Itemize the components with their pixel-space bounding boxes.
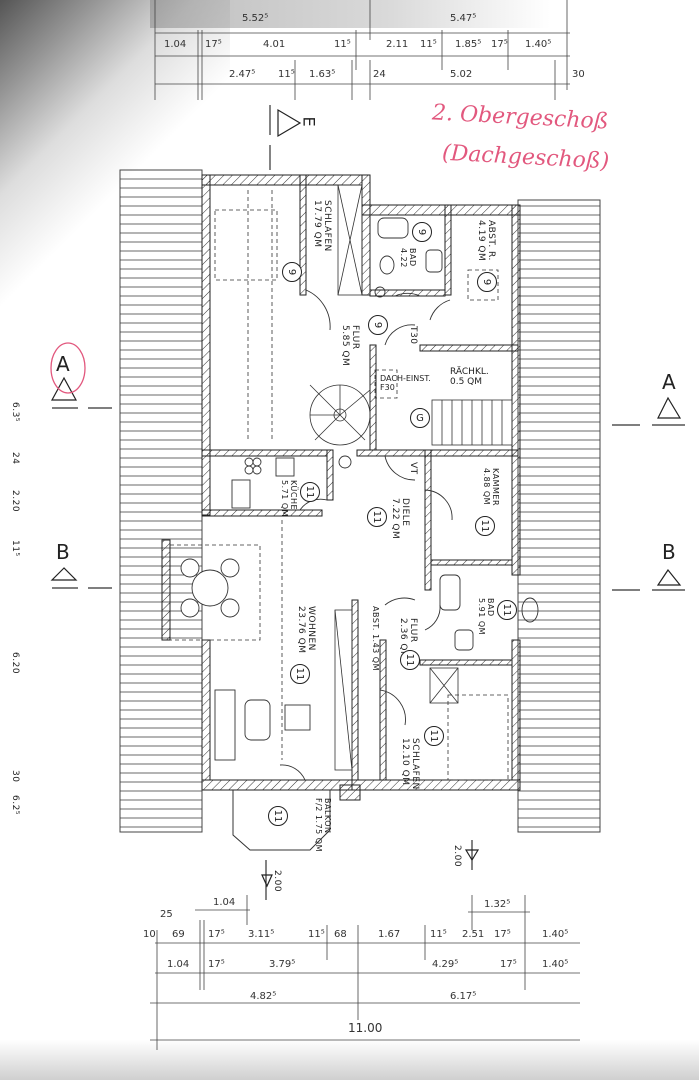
room-rachkl: RÄCHKL.0.5 QM xyxy=(450,367,489,387)
room-abst: ABST. 1.43 QM xyxy=(371,606,380,671)
dim-bottom-row3-1: 6.17⁵ xyxy=(450,991,477,1002)
dim-bottom-row1-6: 68 xyxy=(334,929,347,940)
room-number-badge: 11 xyxy=(367,507,387,527)
elevation-right: 2.00 xyxy=(452,845,462,868)
dim-top-row3-3: 24 xyxy=(373,69,386,80)
room-number-badge: 9 xyxy=(477,272,497,292)
dim-bottom-row1-3: 17⁵ xyxy=(208,929,225,940)
room-dach-einst: DACH-EINST.F30 xyxy=(380,374,431,392)
dim-bottom-row1-10: 17⁵ xyxy=(494,929,511,940)
door-label-vt: VT xyxy=(408,462,418,475)
dim-top-row2-2: 4.01 xyxy=(263,39,286,50)
dim-top-row3-0: 2.47⁵ xyxy=(229,69,256,80)
dim-top-row2-0: 1.04 xyxy=(164,39,187,50)
room-number-badge: 11 xyxy=(424,726,444,746)
room-number-badge: 11 xyxy=(497,600,517,620)
dim-top-row1-1: 5.47⁵ xyxy=(450,13,477,24)
dim-left-4: 6.20 xyxy=(10,652,20,675)
room-number-badge: 9 xyxy=(282,262,302,282)
room-abst-r: ABST. R.4.19 QM xyxy=(475,220,496,262)
dim-bottom-row1-0: 25 xyxy=(160,909,173,920)
dim-bottom-row1-9: 2.51 xyxy=(462,929,485,940)
dim-top-row3-1: 11⁵ xyxy=(278,69,295,80)
room-number-badge: G xyxy=(410,408,430,428)
dim-left-0: 6.3⁵ xyxy=(10,402,20,422)
room-number-badge: 11 xyxy=(290,664,310,684)
dim-top-row2-3: 11⁵ xyxy=(334,39,351,50)
dim-top-row3-4: 5.02 xyxy=(450,69,473,80)
room-number-badge: 11 xyxy=(475,516,495,536)
dim-left-6: 6.2⁵ xyxy=(10,795,20,815)
dim-bottom-row1-8: 11⁵ xyxy=(430,929,447,940)
dim-bottom-row2-0: 1.04 xyxy=(167,959,190,970)
dim-top-row2-1: 17⁵ xyxy=(205,39,222,50)
dim-bottom-total: 11.00 xyxy=(348,1021,383,1035)
dim-bottom-row3-0: 4.82⁵ xyxy=(250,991,277,1002)
dim-top-row2-6: 1.85⁵ xyxy=(455,39,482,50)
section-marker-e: E xyxy=(299,116,319,127)
room-number-badge: 9 xyxy=(368,315,388,335)
dim-bottom-row2-3: 4.29⁵ xyxy=(432,959,459,970)
dim-top-row3-2: 1.63⁵ xyxy=(309,69,336,80)
dim-bottom-row2-5: 1.40⁵ xyxy=(542,959,569,970)
dim-top-row3-5: 30 xyxy=(572,69,585,80)
dim-bottom-row2-2: 3.79⁵ xyxy=(269,959,296,970)
dim-bottom-upper-1: 1.32⁵ xyxy=(484,899,511,910)
dim-bottom-upper-0: 1.04 xyxy=(213,897,236,908)
room-number-badge: 9 xyxy=(412,222,432,242)
room-number-badge: 11 xyxy=(300,482,320,502)
dim-bottom-row1-4: 3.11⁵ xyxy=(248,929,275,940)
dim-top-row2-4: 2.11 xyxy=(386,39,409,50)
dim-top-row1-0: 5.52⁵ xyxy=(242,13,269,24)
dim-bottom-row1-11: 1.40⁵ xyxy=(542,929,569,940)
dim-left-5: 30 xyxy=(10,770,20,783)
elevation-left: 2.00 xyxy=(272,870,282,893)
dim-bottom-row1-2: 69 xyxy=(172,929,185,940)
section-marker-a-left: A xyxy=(56,352,70,376)
dim-top-row2-7: 17⁵ xyxy=(491,39,508,50)
door-label-t30: T30 xyxy=(408,326,418,345)
room-number-badge: 11 xyxy=(400,650,420,670)
dim-top-row2-8: 1.40⁵ xyxy=(525,39,552,50)
section-marker-b-left: B xyxy=(56,540,70,564)
dim-left-3: 11⁵ xyxy=(10,540,20,557)
dim-bottom-row2-1: 17⁵ xyxy=(208,959,225,970)
dim-left-1: 24 xyxy=(10,452,20,465)
scan-shadow-top xyxy=(150,0,550,28)
section-marker-a-right: A xyxy=(662,370,676,394)
dim-bottom-row1-5: 11⁵ xyxy=(308,929,325,940)
dim-left-2: 2.20 xyxy=(10,490,20,513)
dim-bottom-row1-7: 1.67 xyxy=(378,929,401,940)
scan-noise-bottom xyxy=(0,1040,699,1080)
room-number-badge: 11 xyxy=(268,806,288,826)
section-marker-b-right: B xyxy=(662,540,676,564)
dim-bottom-row1-1: 10 xyxy=(143,929,156,940)
dim-bottom-row2-4: 17⁵ xyxy=(500,959,517,970)
dim-top-row2-5: 11⁵ xyxy=(420,39,437,50)
